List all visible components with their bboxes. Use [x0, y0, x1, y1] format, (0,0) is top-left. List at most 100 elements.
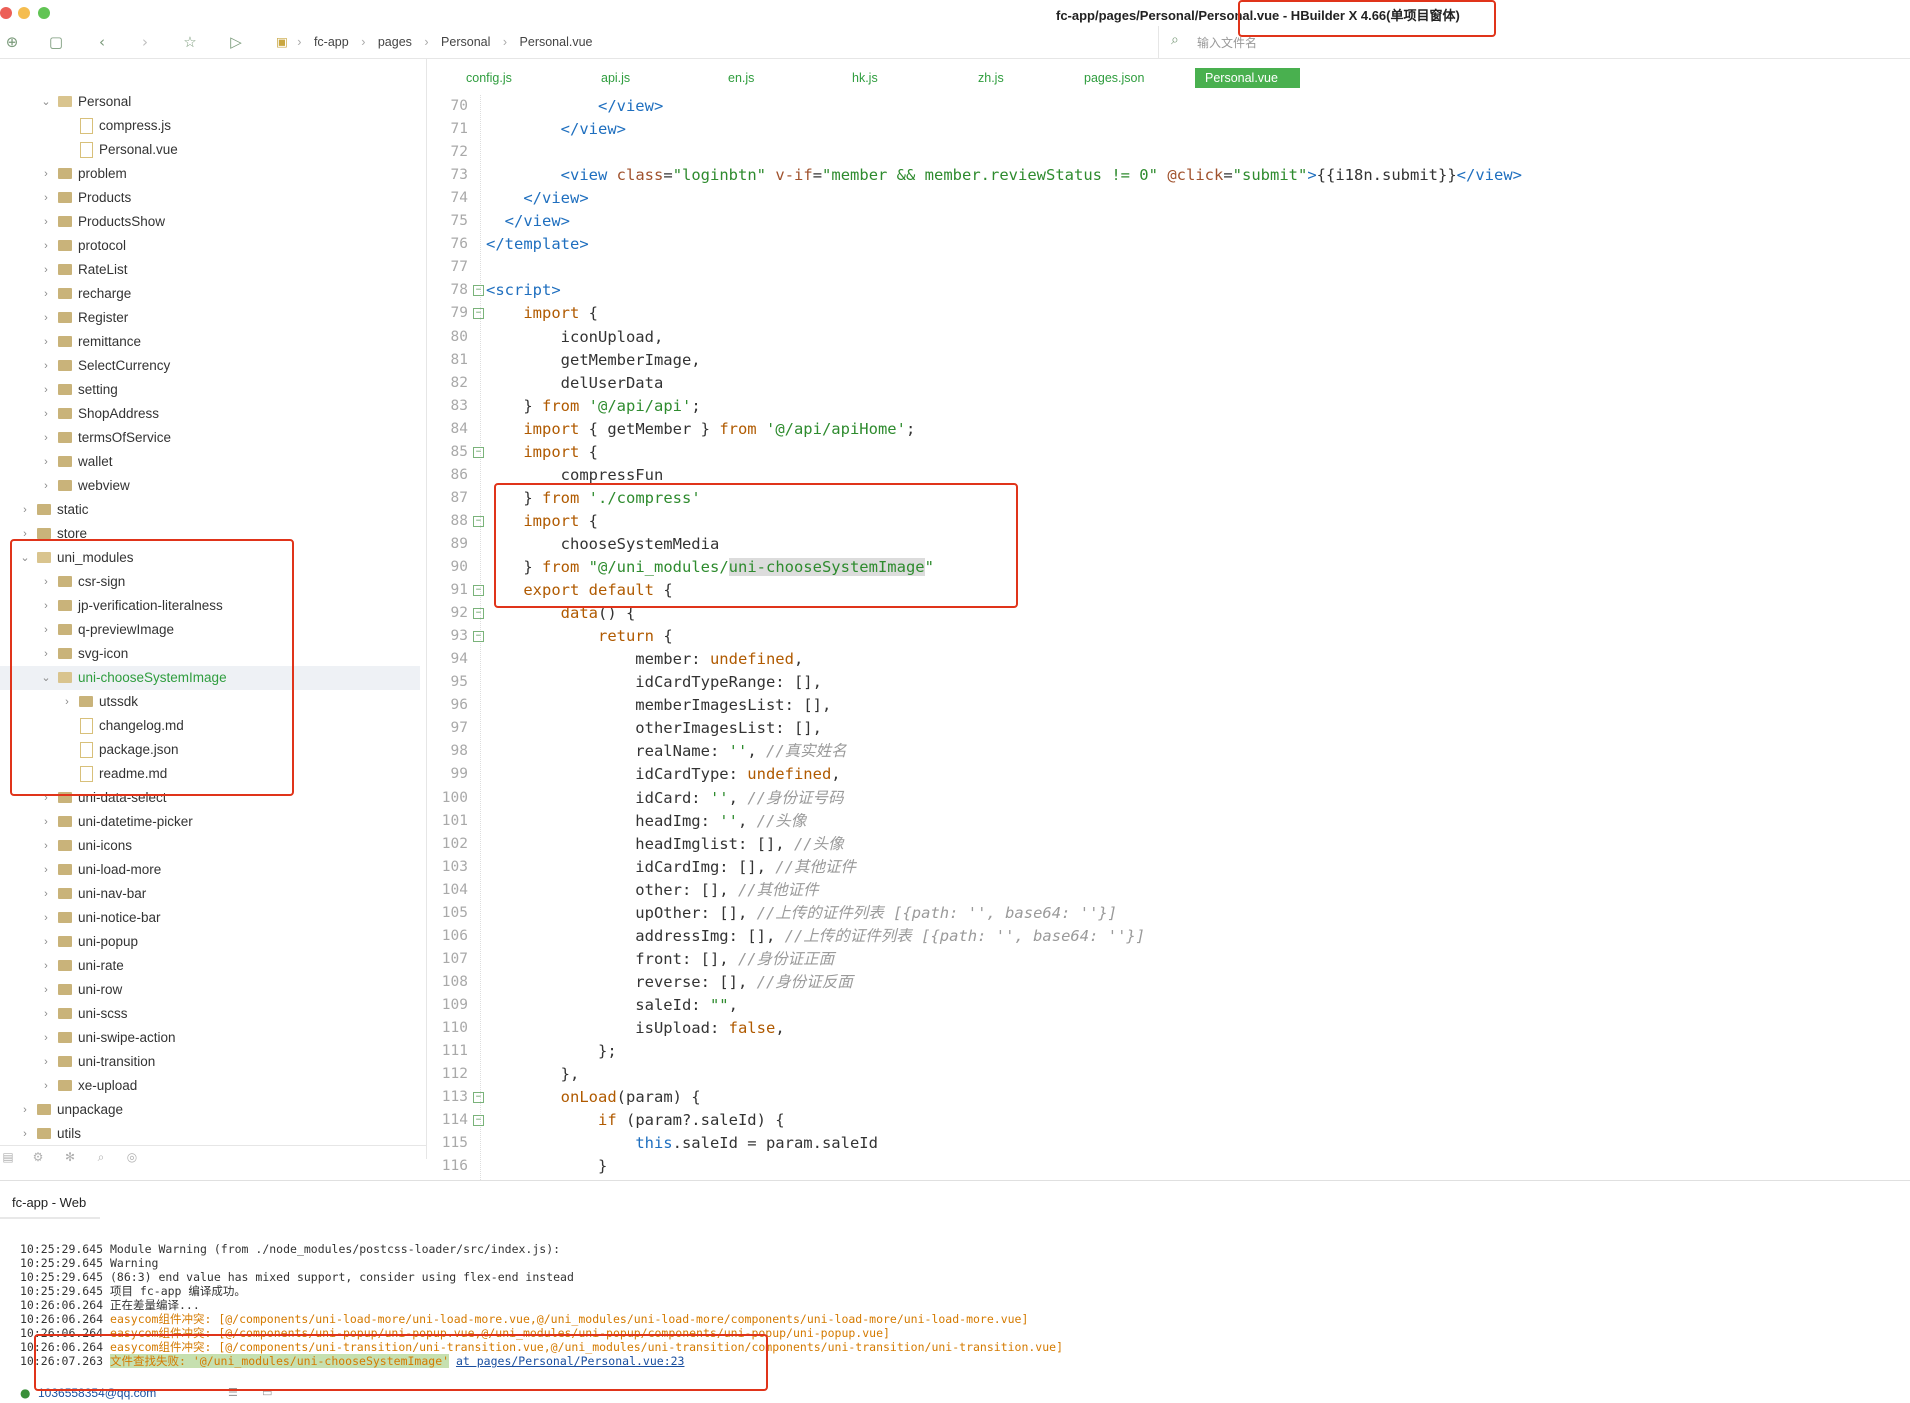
breadcrumb-item-fc-app[interactable]: fc-app — [313, 35, 349, 49]
code-line[interactable]: 109 saleId: "", — [428, 994, 1910, 1017]
tree-item[interactable]: ›q-previewImage — [0, 618, 420, 642]
chevron-right-icon[interactable]: › — [44, 840, 48, 852]
tab-5[interactable]: pages.json — [1084, 71, 1145, 85]
tree-item[interactable]: ›remittance — [0, 330, 420, 354]
code-line[interactable]: 99 idCardType: undefined, — [428, 763, 1910, 786]
tree-item[interactable]: ›uni-row — [0, 978, 420, 1002]
tree-item[interactable]: ›uni-data-select — [0, 786, 420, 810]
run-icon[interactable]: ▷ — [230, 33, 242, 51]
tree-item[interactable]: ›uni-popup — [0, 930, 420, 954]
code-line[interactable]: 72 — [428, 141, 1910, 164]
save-icon[interactable]: ▢ — [48, 33, 64, 51]
tab-1[interactable]: api.js — [601, 71, 631, 85]
tree-item[interactable]: ›xe-upload — [0, 1074, 420, 1098]
tree-item[interactable]: ⌄uni_modules — [0, 546, 420, 570]
code-line[interactable]: 77 — [428, 256, 1910, 279]
code-line[interactable]: 101 headImg: '', //头像 — [428, 810, 1910, 833]
chevron-right-icon[interactable]: › — [44, 864, 48, 876]
tree-item[interactable]: ›setting — [0, 378, 420, 402]
maximize-window-button[interactable] — [38, 7, 50, 19]
code-line[interactable]: 93− return { — [428, 625, 1910, 648]
code-line[interactable]: 110 isUpload: false, — [428, 1017, 1910, 1040]
chevron-right-icon[interactable]: › — [44, 912, 48, 924]
chevron-right-icon[interactable]: › — [23, 1104, 27, 1116]
code-line[interactable]: 100 idCard: '', //身份证号码 — [428, 787, 1910, 810]
tab-4[interactable]: zh.js — [978, 71, 1004, 85]
code-line[interactable]: 82 delUserData — [428, 372, 1910, 395]
tree-item[interactable]: ›store — [0, 522, 420, 546]
chevron-right-icon[interactable]: › — [44, 240, 48, 252]
tree-item[interactable]: ›uni-scss — [0, 1002, 420, 1026]
code-line[interactable]: 112 }, — [428, 1063, 1910, 1086]
fold-toggle-icon[interactable]: − — [473, 631, 484, 643]
code-line[interactable]: 91− export default { — [428, 579, 1910, 602]
chevron-right-icon[interactable]: › — [44, 408, 48, 420]
tree-item[interactable]: ⌄uni-chooseSystemImage — [0, 666, 420, 690]
chevron-down-icon[interactable]: ⌄ — [41, 672, 51, 684]
chevron-down-icon[interactable]: ⌄ — [20, 552, 30, 564]
code-line[interactable]: 98 realName: '', //真实姓名 — [428, 740, 1910, 763]
code-line[interactable]: 92− data() { — [428, 602, 1910, 625]
tree-item[interactable]: ›ProductsShow — [0, 210, 420, 234]
code-line[interactable]: 108 reverse: [], //身份证反面 — [428, 971, 1910, 994]
chevron-right-icon[interactable]: › — [44, 936, 48, 948]
chevron-right-icon[interactable]: › — [44, 792, 48, 804]
chevron-right-icon[interactable]: › — [44, 336, 48, 348]
tab-3[interactable]: hk.js — [852, 71, 878, 85]
chevron-right-icon[interactable]: › — [44, 480, 48, 492]
code-line[interactable]: 103 idCardImg: [], //其他证件 — [428, 856, 1910, 879]
plugin-icon[interactable]: ⚙ — [32, 1150, 44, 1164]
code-line[interactable]: 96 memberImagesList: [], — [428, 694, 1910, 717]
tab-6[interactable]: Personal.vue — [1195, 68, 1300, 88]
code-line[interactable]: 90 } from "@/uni_modules/uni-chooseSyste… — [428, 556, 1910, 579]
tree-item[interactable]: ›protocol — [0, 234, 420, 258]
tree-item[interactable]: ›uni-swipe-action — [0, 1026, 420, 1050]
tree-item[interactable]: package.json — [0, 738, 420, 762]
code-line[interactable]: 107 front: [], //身份证正面 — [428, 948, 1910, 971]
chevron-right-icon[interactable]: › — [44, 576, 48, 588]
chevron-right-icon[interactable]: › — [44, 384, 48, 396]
code-line[interactable]: 97 otherImagesList: [], — [428, 717, 1910, 740]
tree-item[interactable]: ›ShopAddress — [0, 402, 420, 426]
code-line[interactable]: 71 </view> — [428, 118, 1910, 141]
tree-item[interactable]: ›jp-verification-literalness — [0, 594, 420, 618]
chevron-right-icon[interactable]: › — [65, 696, 69, 708]
fold-toggle-icon[interactable]: − — [473, 585, 484, 597]
tree-item[interactable]: Personal.vue — [0, 138, 420, 162]
code-line[interactable]: 85− import { — [428, 441, 1910, 464]
code-line[interactable]: 76</template> — [428, 233, 1910, 256]
tab-2[interactable]: en.js — [728, 71, 755, 85]
chevron-right-icon[interactable]: › — [44, 432, 48, 444]
breadcrumb-item-pages[interactable]: pages — [377, 35, 412, 49]
tree-item[interactable]: ›unpackage — [0, 1098, 420, 1122]
file-search-input[interactable] — [1195, 32, 1799, 54]
code-line[interactable]: 79− import { — [428, 302, 1910, 325]
fold-toggle-icon[interactable]: − — [473, 285, 484, 297]
code-line[interactable]: 70 </view> — [428, 95, 1910, 118]
tree-item[interactable]: ›csr-sign — [0, 570, 420, 594]
chevron-right-icon[interactable]: › — [44, 168, 48, 180]
code-line[interactable]: 75 </view> — [428, 210, 1910, 233]
fold-toggle-icon[interactable]: − — [473, 608, 484, 620]
chevron-right-icon[interactable]: › — [23, 1128, 27, 1140]
tree-item[interactable]: ›uni-rate — [0, 954, 420, 978]
chevron-right-icon[interactable]: › — [44, 312, 48, 324]
chevron-right-icon[interactable]: › — [23, 504, 27, 516]
tree-item[interactable]: ›uni-transition — [0, 1050, 420, 1074]
browser-icon[interactable]: ◎ — [126, 1150, 138, 1164]
code-line[interactable]: 84 import { getMember } from '@/api/apiH… — [428, 418, 1910, 441]
chevron-right-icon[interactable]: › — [44, 888, 48, 900]
code-line[interactable]: 116 } — [428, 1155, 1910, 1178]
code-line[interactable]: 81 getMemberImage, — [428, 349, 1910, 372]
tree-item[interactable]: ›RateList — [0, 258, 420, 282]
fold-toggle-icon[interactable]: − — [473, 1115, 484, 1127]
tree-item[interactable]: ›uni-icons — [0, 834, 420, 858]
fold-toggle-icon[interactable]: − — [473, 446, 484, 458]
fold-toggle-icon[interactable]: − — [473, 515, 484, 527]
chevron-right-icon[interactable]: › — [44, 1008, 48, 1020]
code-line[interactable]: 73 <view class="loginbtn" v-if="member &… — [428, 164, 1910, 187]
code-line[interactable]: 105 upOther: [], //上传的证件列表 [{path: '', b… — [428, 902, 1910, 925]
tree-item[interactable]: compress.js — [0, 114, 420, 138]
tree-item[interactable]: changelog.md — [0, 714, 420, 738]
